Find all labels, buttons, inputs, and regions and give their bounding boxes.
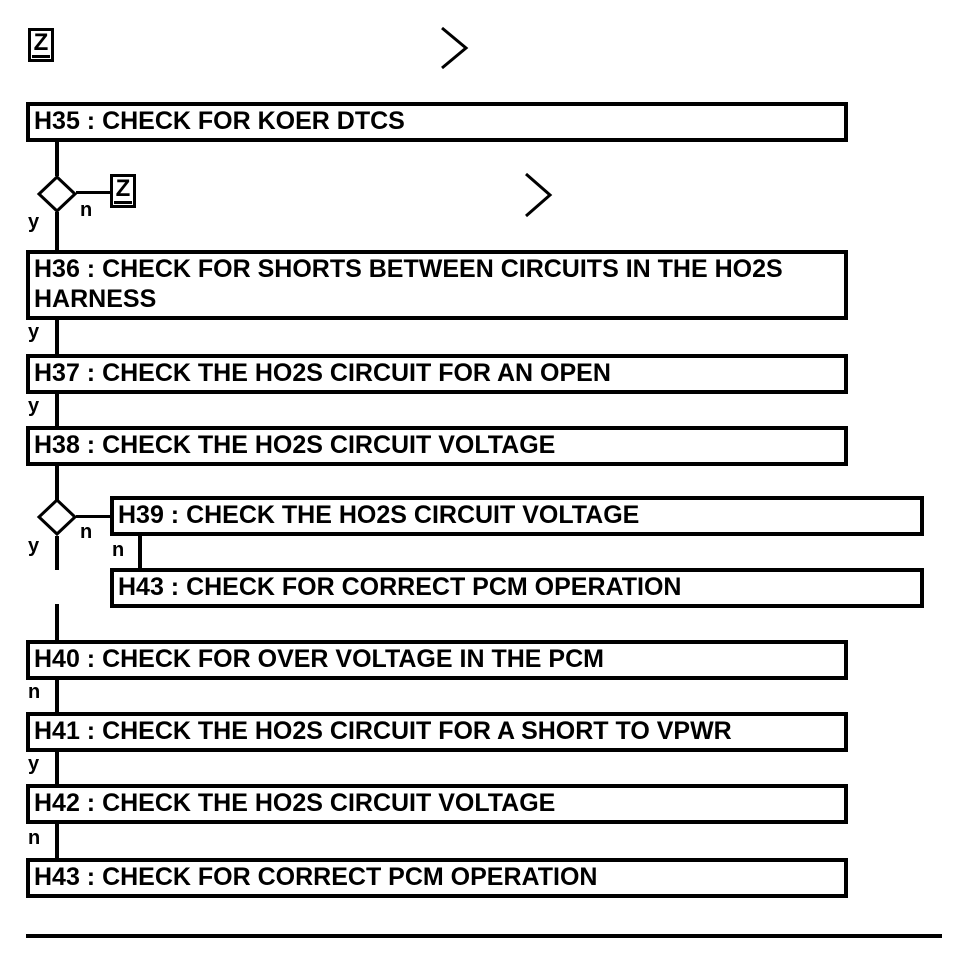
- flow-line: [138, 536, 142, 570]
- connector-label: n: [28, 681, 41, 703]
- connector-label: n: [28, 827, 41, 849]
- step-h39[interactable]: H39 : CHECK THE HO2S CIRCUIT VOLTAGE: [110, 496, 924, 536]
- decision-yes-label: y: [28, 535, 40, 557]
- step-h41[interactable]: H41 : CHECK THE HO2S CIRCUIT FOR A SHORT…: [26, 712, 848, 752]
- chevron-right-icon[interactable]: [438, 26, 470, 70]
- step-h42[interactable]: H42 : CHECK THE HO2S CIRCUIT VOLTAGE: [26, 784, 848, 824]
- decision-diamond: [36, 174, 78, 214]
- step-h35[interactable]: H35 : CHECK FOR KOER DTCS: [26, 102, 848, 142]
- decision-yes-label: y: [28, 211, 40, 233]
- flow-line: [55, 142, 59, 176]
- step-h38[interactable]: H38 : CHECK THE HO2S CIRCUIT VOLTAGE: [26, 426, 848, 466]
- flow-line: [55, 604, 59, 642]
- flow-line: [55, 320, 59, 356]
- decision-no-label: n: [80, 521, 93, 543]
- decision-diamond: [36, 497, 78, 537]
- chevron-right-icon[interactable]: [522, 172, 554, 218]
- connector-label: y: [28, 395, 40, 417]
- no-branch-line: [76, 191, 110, 194]
- step-h43-branch[interactable]: H43 : CHECK FOR CORRECT PCM OPERATION: [110, 568, 924, 608]
- flow-line: [55, 536, 59, 570]
- flow-line: [55, 212, 59, 250]
- step-h43[interactable]: H43 : CHECK FOR CORRECT PCM OPERATION: [26, 858, 848, 898]
- flow-line: [55, 824, 59, 860]
- flow-line: [55, 680, 59, 714]
- flow-line: [55, 466, 59, 500]
- step-h37[interactable]: H37 : CHECK THE HO2S CIRCUIT FOR AN OPEN: [26, 354, 848, 394]
- no-branch-line: [76, 515, 112, 518]
- z-symbol-icon: Z: [28, 28, 54, 62]
- connector-label: y: [28, 753, 40, 775]
- decision-no-label: n: [80, 199, 93, 221]
- flow-line: [55, 752, 59, 786]
- step-h36[interactable]: H36 : CHECK FOR SHORTS BETWEEN CIRCUITS …: [26, 250, 848, 320]
- step-h40[interactable]: H40 : CHECK FOR OVER VOLTAGE IN THE PCM: [26, 640, 848, 680]
- connector-label: n: [112, 539, 125, 561]
- z-symbol-icon: Z: [110, 174, 136, 208]
- connector-label: y: [28, 321, 40, 343]
- bottom-divider: [26, 934, 942, 938]
- flow-line: [55, 394, 59, 428]
